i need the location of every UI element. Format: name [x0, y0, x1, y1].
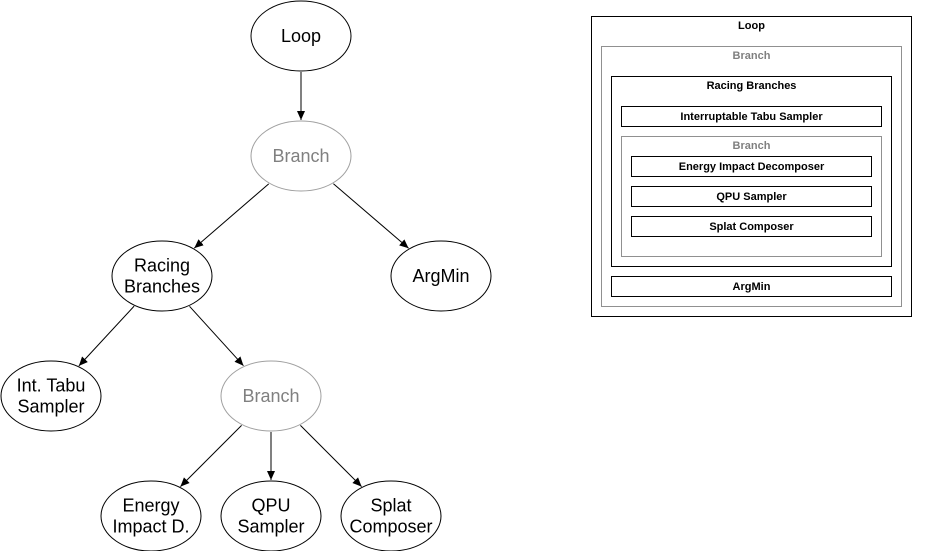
edge-racing-int_tabu	[78, 305, 135, 367]
node-label-branch_inner: Branch	[242, 386, 299, 406]
nested-loop-title: Loop	[738, 20, 765, 32]
edge-branch_top-argmin	[333, 183, 409, 249]
edge-branch_inner-energy	[180, 425, 242, 487]
nested-energy-impact-box: Energy Impact Decomposer	[631, 156, 872, 177]
nested-racing-box: Racing Branches Interruptable Tabu Sampl…	[611, 76, 892, 267]
nested-racing-title: Racing Branches	[706, 80, 797, 92]
nested-branch-outer-title: Branch	[732, 50, 771, 62]
edge-branch_top-racing	[193, 183, 270, 249]
node-ellipse-branch_top	[250, 120, 352, 192]
nested-loop-box: Loop Branch Racing Branches Interruptabl…	[591, 16, 912, 317]
node-label-energy: Energy	[122, 496, 179, 516]
nested-branch-outer-box: Branch Racing Branches Interruptable Tab…	[601, 46, 902, 307]
node-label-splat: Composer	[349, 517, 432, 537]
node-branch_top: Branch	[250, 120, 352, 192]
node-ellipse-qpu	[220, 480, 322, 551]
node-label-racing: Branches	[124, 277, 200, 297]
node-ellipse-splat	[340, 480, 442, 551]
node-label-branch_top: Branch	[272, 146, 329, 166]
nested-interruptable-tabu-box: Interruptable Tabu Sampler	[621, 106, 882, 127]
node-ellipse-int_tabu	[0, 360, 102, 432]
node-label-splat: Splat	[370, 496, 411, 516]
node-label-int_tabu: Int. Tabu	[17, 376, 86, 396]
node-loop: Loop	[250, 0, 352, 72]
nested-branch-inner-box: Branch Energy Impact Decomposer QPU Samp…	[621, 136, 882, 257]
node-ellipse-loop	[250, 0, 352, 72]
node-ellipse-argmin	[390, 240, 492, 312]
node-label-qpu: QPU	[251, 496, 290, 516]
node-ellipse-branch_inner	[220, 360, 322, 432]
edge-racing-branch_inner	[189, 305, 244, 367]
node-ellipse-energy	[100, 480, 202, 551]
node-label-int_tabu: Sampler	[17, 397, 84, 417]
nested-branch-inner-title: Branch	[732, 140, 771, 152]
node-ellipse-racing	[111, 240, 213, 312]
node-branch_inner: Branch	[220, 360, 322, 432]
nested-qpu-sampler-box: QPU Sampler	[631, 186, 872, 207]
node-label-argmin: ArgMin	[412, 266, 469, 286]
node-label-energy: Impact D.	[112, 517, 189, 537]
nested-splat-composer-box: Splat Composer	[631, 216, 872, 237]
node-argmin: ArgMin	[390, 240, 492, 312]
node-label-qpu: Sampler	[237, 517, 304, 537]
node-label-racing: Racing	[134, 256, 190, 276]
node-label-loop: Loop	[281, 26, 321, 46]
nested-argmin-box: ArgMin	[611, 276, 892, 297]
edge-branch_inner-splat	[300, 425, 362, 487]
